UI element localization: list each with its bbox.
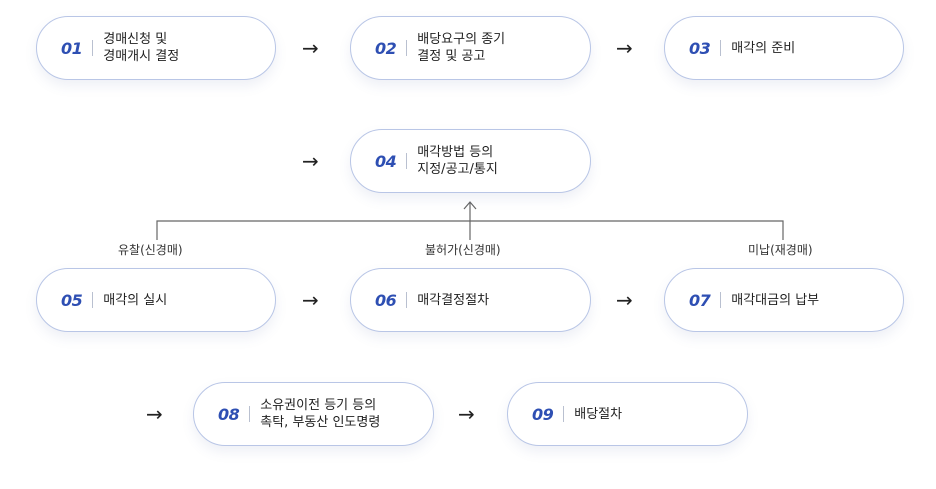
branch-label-center: 불허가(신경매) <box>425 243 501 257</box>
step-label-line1: 매각의 준비 <box>731 40 796 56</box>
step-divider <box>92 40 94 56</box>
step-number: 03 <box>689 38 711 58</box>
step-04: 04 매각방법 등의 지정/공고/통지 <box>350 129 591 193</box>
step-label-line2: 결정 및 공고 <box>417 49 486 64</box>
step-03: 03 매각의 준비 <box>664 16 904 80</box>
step-label-line1: 배당요구의 종기 <box>417 32 506 47</box>
step-label: 경매신청 및 경매개시 결정 <box>103 31 179 65</box>
step-06: 06 매각결정절차 <box>350 268 591 332</box>
step-number: 09 <box>532 404 554 424</box>
right-arrow-icon: → <box>616 288 633 312</box>
step-divider <box>406 40 408 56</box>
step-label: 매각대금의 납부 <box>731 292 819 309</box>
step-label-line1: 매각대금의 납부 <box>731 292 820 308</box>
step-number: 01 <box>61 38 83 58</box>
step-number: 02 <box>375 38 397 58</box>
step-divider <box>249 406 251 422</box>
step-divider <box>92 292 94 308</box>
step-number: 04 <box>375 151 397 171</box>
step-label-line1: 매각의 실시 <box>103 292 168 308</box>
step-label-line2: 경매개시 결정 <box>103 49 180 64</box>
step-label-line2: 지정/공고/통지 <box>417 162 498 177</box>
step-label: 소유권이전 등기 등의 촉탁, 부동산 인도명령 <box>260 397 380 431</box>
step-divider <box>406 292 408 308</box>
step-number: 07 <box>689 290 711 310</box>
step-label: 매각방법 등의 지정/공고/통지 <box>417 144 498 178</box>
step-label: 배당절차 <box>574 406 622 423</box>
step-divider <box>720 40 722 56</box>
step-02: 02 배당요구의 종기 결정 및 공고 <box>350 16 591 80</box>
step-label: 배당요구의 종기 결정 및 공고 <box>417 31 505 65</box>
right-arrow-icon: → <box>302 288 319 312</box>
step-label-line2: 촉탁, 부동산 인도명령 <box>260 415 381 430</box>
right-arrow-icon: → <box>458 402 475 426</box>
branch-label-left: 유찰(신경매) <box>118 243 183 257</box>
right-arrow-icon: → <box>302 36 319 60</box>
step-label: 매각의 준비 <box>731 40 795 57</box>
step-08: 08 소유권이전 등기 등의 촉탁, 부동산 인도명령 <box>193 382 434 446</box>
step-label-line1: 소유권이전 등기 등의 <box>260 398 377 413</box>
step-01: 01 경매신청 및 경매개시 결정 <box>36 16 276 80</box>
step-09: 09 배당절차 <box>507 382 748 446</box>
right-arrow-icon: → <box>146 402 163 426</box>
step-label-line1: 배당절차 <box>574 406 623 422</box>
branch-label-right: 미납(재경매) <box>748 243 813 257</box>
step-label-line1: 경매신청 및 <box>103 32 168 47</box>
step-label-line1: 매각결정절차 <box>417 292 490 308</box>
step-number: 08 <box>218 404 240 424</box>
step-label: 매각의 실시 <box>103 292 167 309</box>
step-05: 05 매각의 실시 <box>36 268 276 332</box>
step-divider <box>563 406 565 422</box>
step-07: 07 매각대금의 납부 <box>664 268 904 332</box>
right-arrow-icon: → <box>302 149 319 173</box>
step-divider <box>406 153 408 169</box>
step-number: 05 <box>61 290 83 310</box>
step-label-line1: 매각방법 등의 <box>417 145 494 160</box>
right-arrow-icon: → <box>616 36 633 60</box>
step-divider <box>720 292 722 308</box>
feedback-up-arrowhead <box>463 201 477 210</box>
step-label: 매각결정절차 <box>417 292 489 309</box>
step-number: 06 <box>375 290 397 310</box>
